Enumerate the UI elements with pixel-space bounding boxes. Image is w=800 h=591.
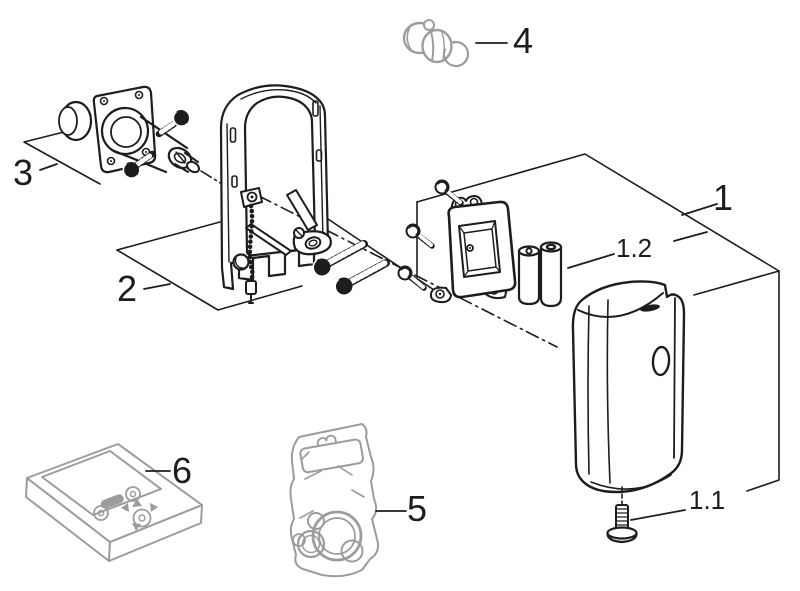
part1-plane-outline — [416, 153, 780, 521]
callout-5: 5 — [407, 488, 428, 529]
part2-plane-outline — [116, 214, 438, 311]
wall-plug-screws-drawing — [312, 240, 390, 297]
valve-screws-drawing — [122, 110, 189, 179]
leader-line-1 — [681, 203, 718, 216]
callout-2: 2 — [117, 268, 138, 309]
seal-kit-bag-drawing — [289, 423, 380, 578]
remote-control-drawing — [25, 443, 203, 562]
callout-1-1: 1.1 — [689, 485, 726, 515]
sensor-window — [651, 345, 671, 377]
fixing-screw-drawing — [606, 486, 638, 544]
gasket-screws-drawing — [397, 179, 464, 291]
callout-4: 4 — [513, 20, 534, 61]
leader-line-3 — [39, 163, 58, 171]
chain-drawing — [247, 203, 255, 284]
callout-6: 6 — [172, 450, 193, 491]
callout-3: 3 — [13, 152, 34, 193]
leader-line-1-2 — [567, 253, 615, 269]
remote-screen — [41, 450, 162, 516]
part3-plane-outline — [23, 127, 101, 185]
leader-line-1-1 — [630, 509, 686, 521]
gasket-plate-drawing — [429, 195, 517, 304]
retaining-clip — [442, 40, 470, 68]
mounting-frame-drawing — [219, 84, 332, 304]
check-valve-drawing — [402, 19, 470, 68]
callout-1-2: 1.2 — [616, 233, 653, 263]
flush-valve-drawing — [58, 85, 200, 174]
hang-hole — [316, 434, 337, 447]
leader-line-2 — [143, 283, 171, 290]
leader-line-1b — [673, 231, 708, 242]
callout-1: 1 — [713, 177, 734, 218]
sensor-slot — [640, 304, 660, 312]
battery-pack-drawing — [517, 241, 563, 308]
sensor-housing-drawing — [571, 280, 686, 494]
